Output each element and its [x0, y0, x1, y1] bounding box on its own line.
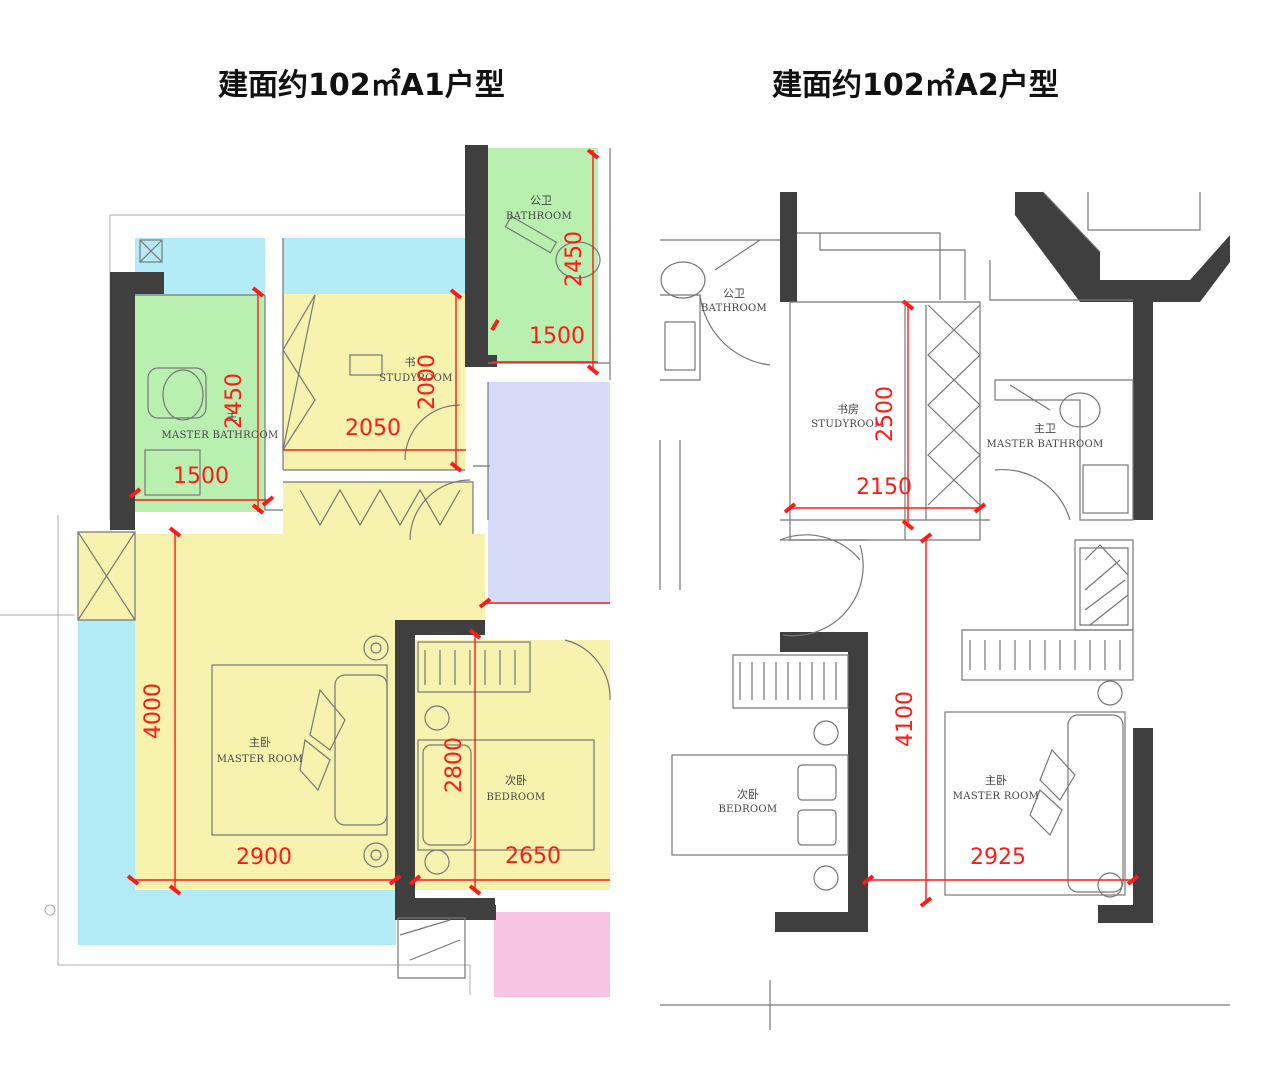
a2-master-bath-label-en: MASTER BATHROOM [986, 439, 1103, 450]
a1-study-label-cn: 书 [405, 356, 416, 369]
plan-a2: 公卫 BATHROOM 书房 STUDYROOM 主卫 MASTER BATHR… [659, 191, 1230, 1030]
a1-dim-master-room-w: 2900 [236, 845, 292, 870]
a2-bedroom-label-cn: 次卧 [737, 787, 759, 801]
a2-bedroom-label-en: BEDROOM [719, 804, 778, 815]
a2-bathroom-label-cn: 公卫 [723, 287, 745, 300]
a1-bedroom-label-en: BEDROOM [487, 792, 546, 803]
a1-dim-bedroom-w: 2650 [505, 844, 561, 869]
a1-master-room-label-cn: 主卧 [249, 736, 271, 749]
a1-dim-master-room-h: 4000 [141, 683, 166, 739]
a2-study-label-en: STUDYROOM [811, 419, 884, 430]
a1-bedroom-fill [415, 640, 610, 890]
a2-dim-master-room-h: 4100 [893, 691, 918, 747]
a2-study-label-cn: 书房 [837, 403, 859, 416]
a1-dim-bathroom-h: 2450 [562, 231, 587, 287]
a1-master-room-fill-2 [395, 534, 485, 622]
a1-dim-bathroom-w: 1500 [529, 324, 585, 349]
a2-dim-study-w: 2150 [856, 475, 912, 500]
a1-master-room-label-en: MASTER ROOM [217, 754, 303, 765]
a1-study-fill [283, 294, 465, 470]
a1-bathroom-fill [488, 148, 598, 363]
a1-dimension-lines [126, 148, 610, 896]
a1-wardrobe-fill [283, 482, 473, 534]
plan-a1: 公卫 BATHROOM 书 STUDYROOM 主 MASTER BATHROO… [0, 145, 611, 997]
a1-master-bath-label-en: MASTER BATHROOM [161, 430, 278, 441]
a1-master-room-fill [135, 534, 395, 889]
a2-bathroom-label-en: BATHROOM [701, 303, 767, 314]
a2-master-room-label-en: MASTER ROOM [953, 791, 1039, 802]
a1-dim-study-w: 2050 [345, 416, 401, 441]
a2-master-room-label-cn: 主卧 [985, 774, 1007, 787]
a1-dim-master-bath-w: 1500 [173, 464, 229, 489]
a2-dimension-lines [783, 299, 1140, 908]
a1-master-bath-label-cn: 主 [227, 410, 238, 423]
a1-study-label-en: STUDYROOM [379, 373, 452, 384]
a2-dim-master-room-w: 2925 [970, 845, 1026, 870]
a1-dim-bedroom-h: 2800 [442, 737, 467, 793]
a2-master-bath-label-cn: 主卫 [1034, 422, 1056, 435]
a1-dim-master-bath-h: 2450 [222, 373, 247, 429]
a1-bathroom-label-cn: 公卫 [530, 194, 552, 207]
plan-a2-title: 建面约102㎡A2户型 [772, 68, 1059, 103]
a1-entrance-fill [494, 912, 610, 997]
a1-bedroom-label-cn: 次卧 [505, 773, 527, 787]
a2-dim-study-h: 2500 [873, 386, 898, 442]
a1-balcony-bottom [78, 890, 396, 945]
a1-bathroom-label-en: BATHROOM [506, 211, 572, 222]
a1-balcony-top-mid [283, 238, 465, 296]
a1-corridor-fill [488, 382, 610, 604]
a1-dim-study-h: 2000 [415, 354, 440, 410]
plan-a1-title: 建面约102㎡A1户型 [218, 68, 505, 103]
